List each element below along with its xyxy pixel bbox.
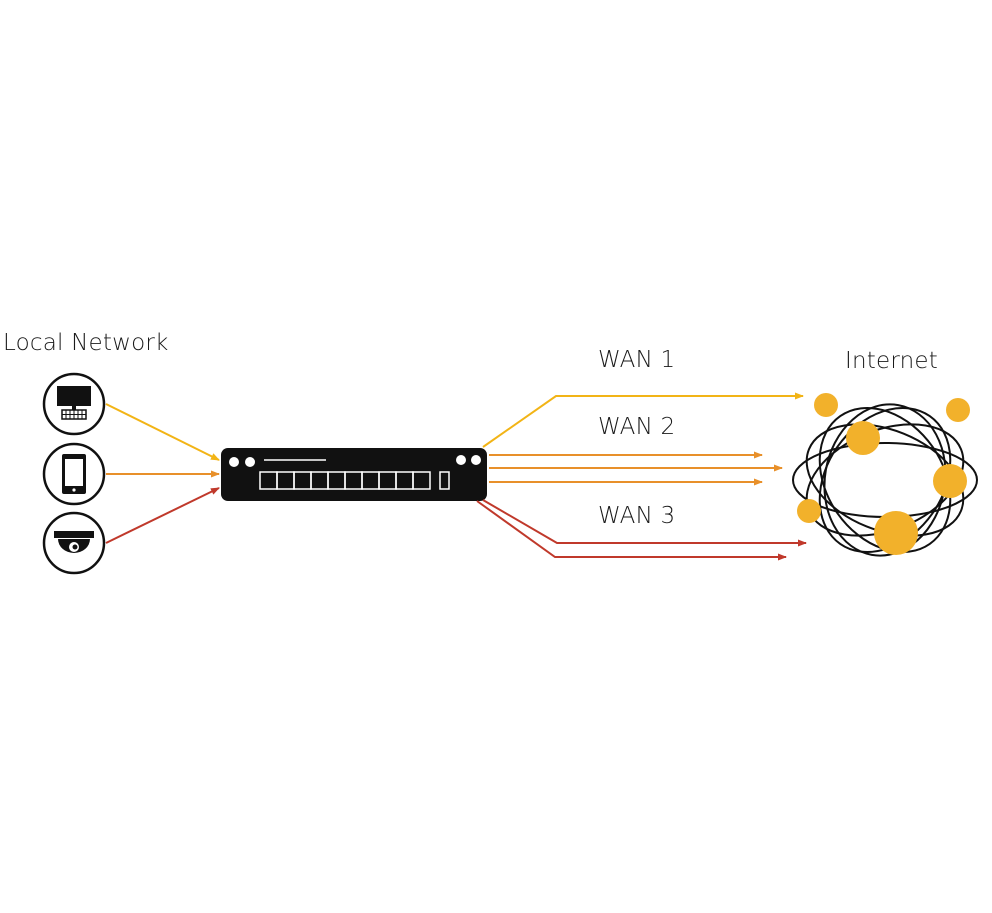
- router-icon: [221, 448, 487, 501]
- globe-node: [946, 398, 970, 422]
- globe-node: [933, 464, 967, 498]
- local-links: [105, 403, 220, 544]
- wan2-label: WAN 2: [598, 414, 676, 440]
- router-port: [412, 471, 431, 490]
- camera-device: [42, 511, 106, 575]
- globe-nodes: [797, 393, 970, 555]
- desktop-icon: [57, 386, 91, 420]
- desktop-device: [42, 372, 106, 436]
- wan1-label: WAN 1: [598, 347, 676, 373]
- wan-links: [476, 392, 807, 561]
- router-ports: [259, 471, 431, 490]
- local-network-label: Local Network: [3, 330, 169, 356]
- phone-device: [42, 442, 106, 506]
- globe-node: [814, 393, 838, 417]
- wan3-link-1: [482, 499, 807, 547]
- globe-node: [797, 499, 821, 523]
- phone-icon: [62, 454, 86, 494]
- wan3-link-2: [476, 500, 787, 561]
- link-camera: [105, 487, 220, 544]
- globe-node: [874, 511, 918, 555]
- globe-node: [846, 421, 880, 455]
- link-desktop: [105, 403, 220, 461]
- wan3-label: WAN 3: [598, 503, 676, 529]
- wan1-link: [482, 392, 804, 448]
- internet-label: Internet: [845, 348, 938, 374]
- camera-icon: [54, 531, 94, 553]
- globe-network-icon: [792, 393, 978, 557]
